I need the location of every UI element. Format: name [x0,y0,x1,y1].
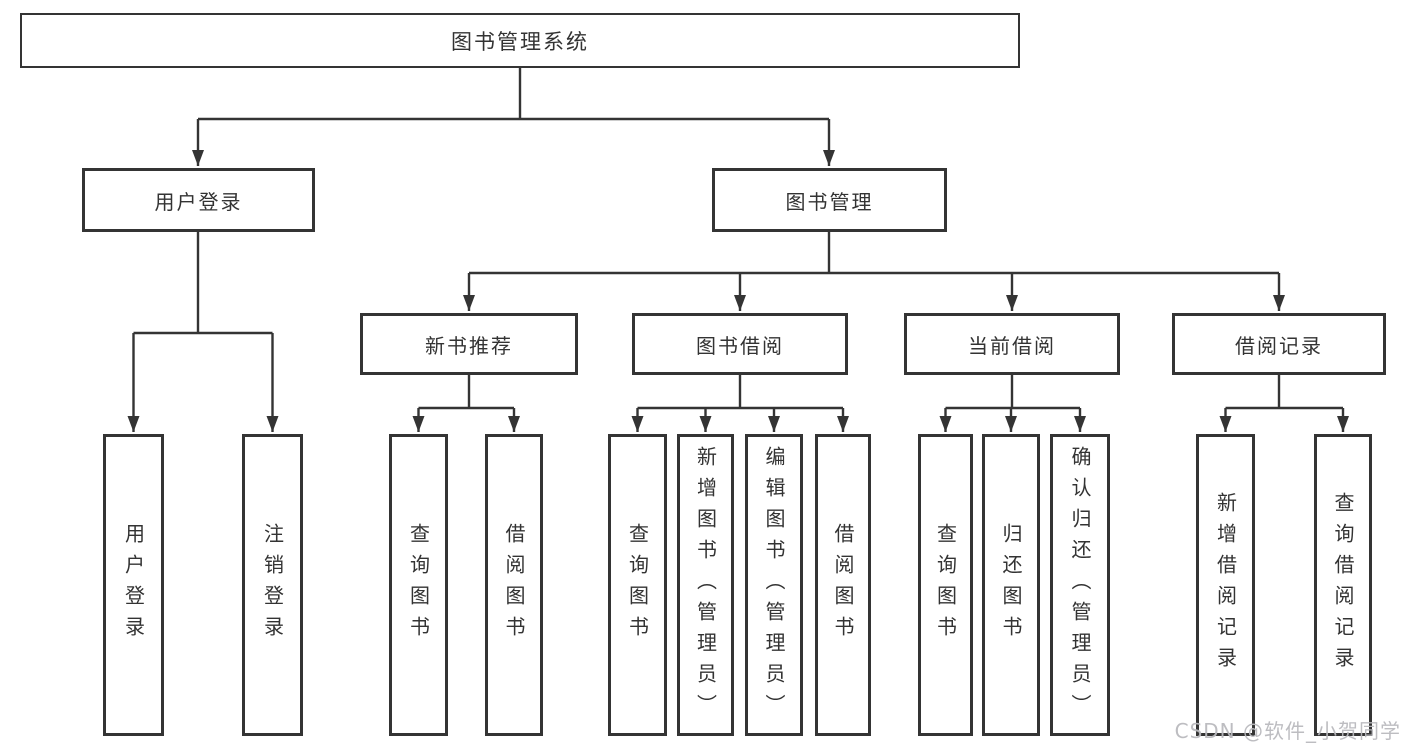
leaf-add-borrow-record-label: 新增借阅记录 [1213,492,1238,678]
node-new-book-recommend-label: 新书推荐 [425,333,513,358]
leaf-logout: 注销登录 [242,434,303,736]
leaf-logout-label: 注销登录 [260,523,285,647]
node-user-login: 用户登录 [82,168,315,232]
leaf-query-book-1: 查询图书 [389,434,448,736]
leaf-add-book-admin: 新增图书（管理员） [677,434,734,736]
node-book-management: 图书管理 [712,168,947,232]
node-book-borrow-label: 图书借阅 [696,333,784,358]
leaf-confirm-return-admin-label: 确认归还（管理员） [1068,445,1092,725]
leaf-query-borrow-record: 查询借阅记录 [1314,434,1372,736]
node-borrow-records-label: 借阅记录 [1235,333,1323,358]
node-system-root: 图书管理系统 [20,13,1020,68]
csdn-watermark: CSDN @软件_小贺同学 [1174,719,1401,743]
node-book-borrow: 图书借阅 [632,313,848,375]
node-current-borrow: 当前借阅 [904,313,1120,375]
leaf-add-borrow-record: 新增借阅记录 [1196,434,1255,736]
node-book-management-label: 图书管理 [785,189,874,214]
leaf-query-book-3: 查询图书 [918,434,973,736]
node-current-borrow-label: 当前借阅 [968,333,1056,358]
leaf-return-book: 归还图书 [982,434,1040,736]
leaf-query-book-2-label: 查询图书 [625,523,650,647]
leaf-query-borrow-record-label: 查询借阅记录 [1331,492,1355,678]
leaf-add-book-admin-label: 新增图书（管理员） [693,445,718,725]
node-user-login-label: 用户登录 [154,189,243,214]
leaf-confirm-return-admin: 确认归还（管理员） [1050,434,1110,736]
leaf-borrow-book-1: 借阅图书 [485,434,543,736]
leaf-edit-book-admin: 编辑图书（管理员） [745,434,803,736]
leaf-query-book-3-label: 查询图书 [933,523,958,647]
leaf-user-login-label: 用户登录 [121,523,146,647]
leaf-borrow-book-2-label: 借阅图书 [831,523,855,647]
node-system-root-label: 图书管理系统 [451,29,589,54]
leaf-return-book-label: 归还图书 [999,523,1023,647]
leaf-borrow-book-1-label: 借阅图书 [502,523,526,647]
leaf-query-book-1-label: 查询图书 [406,523,431,647]
leaf-query-book-2: 查询图书 [608,434,667,736]
node-borrow-records: 借阅记录 [1172,313,1386,375]
leaf-edit-book-admin-label: 编辑图书（管理员） [762,445,786,725]
leaf-borrow-book-2: 借阅图书 [815,434,871,736]
leaf-user-login: 用户登录 [103,434,164,736]
node-new-book-recommend: 新书推荐 [360,313,578,375]
